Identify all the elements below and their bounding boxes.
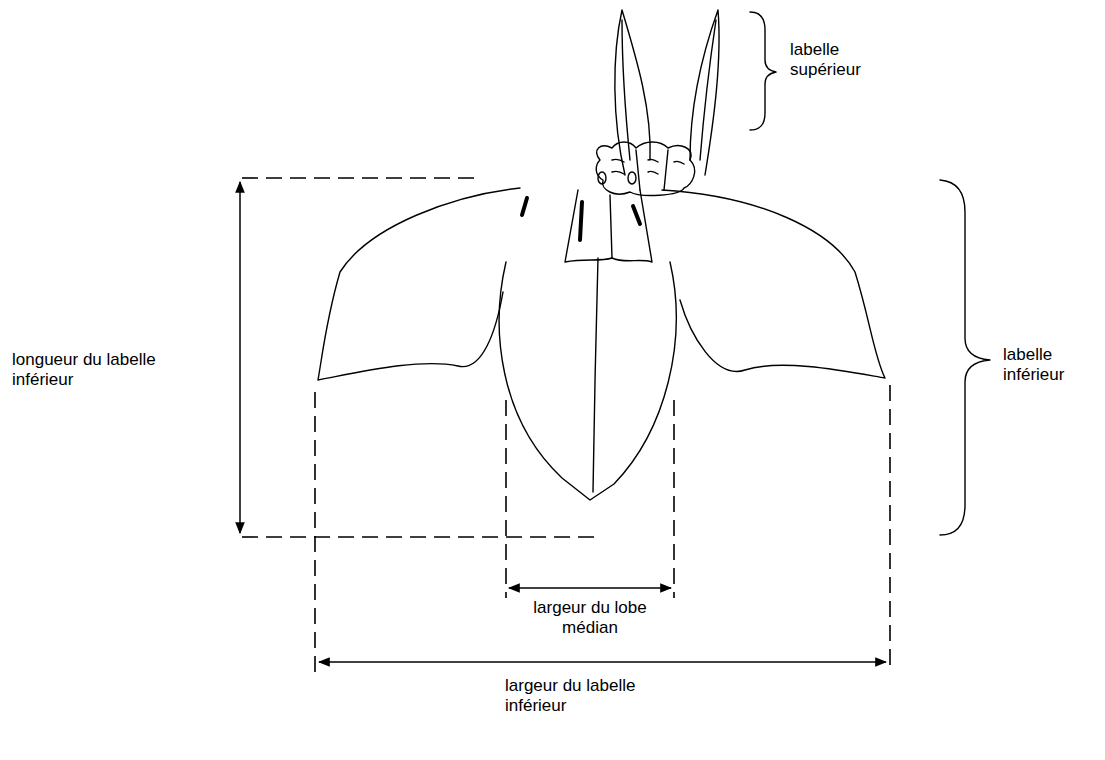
part-label: largeur du labelle inférieur <box>505 676 677 717</box>
bracket <box>750 12 776 130</box>
dimension-arrow <box>509 587 671 589</box>
dimension-line <box>889 385 891 672</box>
dimension-line <box>242 177 482 179</box>
part-label: labelle inférieur <box>1003 345 1099 386</box>
dimension-arrow <box>239 182 241 533</box>
part-label: longueur du labelle inférieur <box>12 350 187 391</box>
part-label: largeur du lobe médian <box>520 598 660 639</box>
upper-petal <box>615 10 650 175</box>
bracket <box>940 180 990 535</box>
median-lobe <box>499 262 676 500</box>
dimension-arrow <box>319 661 886 663</box>
lateral-lobe <box>662 190 885 378</box>
dimension-line <box>314 392 316 672</box>
upper-petal <box>690 10 719 175</box>
dimension-line <box>505 400 507 598</box>
dimension-line <box>673 400 675 598</box>
dimension-line <box>242 536 602 538</box>
part-label: labelle supérieur <box>790 40 890 81</box>
lateral-lobe <box>318 188 520 380</box>
column <box>596 142 694 195</box>
callus <box>565 190 652 262</box>
